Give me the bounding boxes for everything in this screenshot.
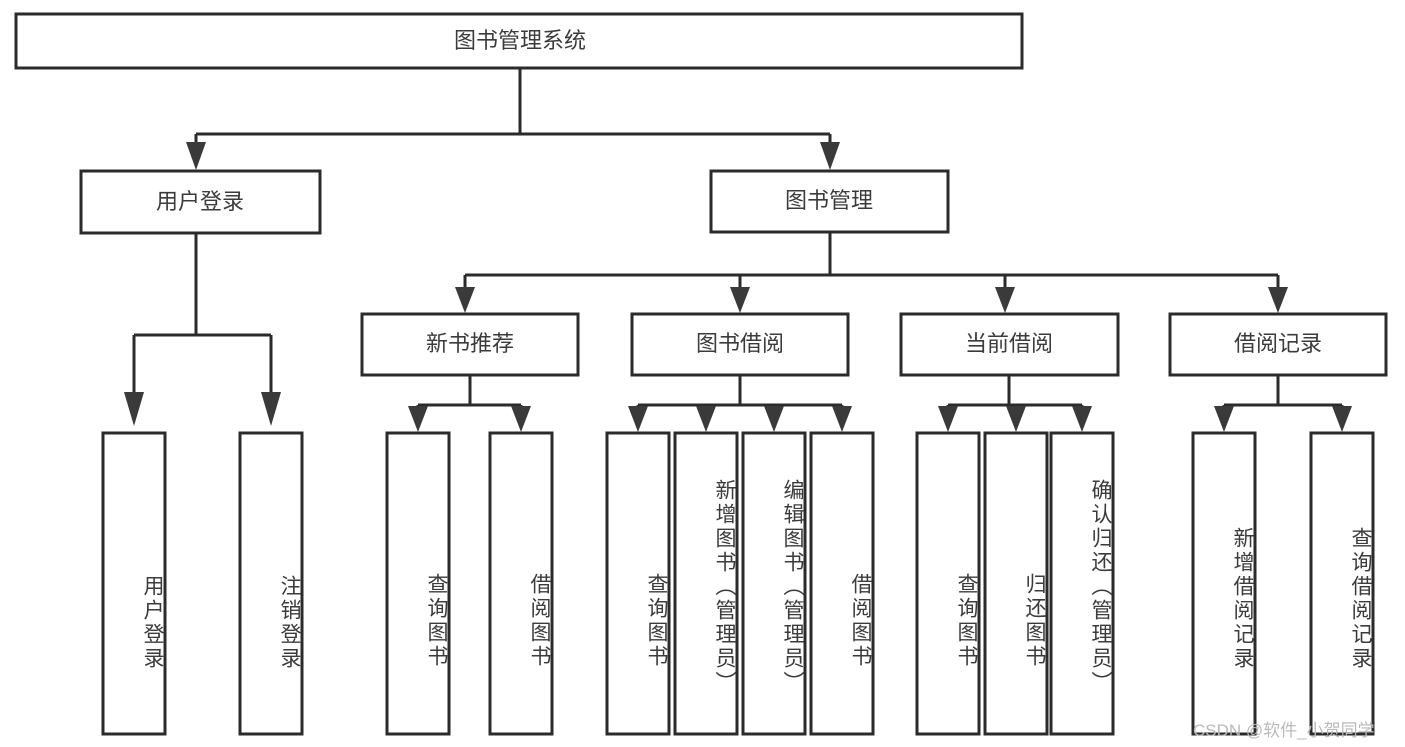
- connector-group: [124, 68, 1352, 432]
- node-leaf-confirm-return-admin[interactable]: [1049, 431, 1115, 736]
- node-leaf-borrow-book-2[interactable]: [809, 431, 875, 736]
- label-user-login: 用户登录: [156, 189, 244, 214]
- node-leaf-borrow-book-1[interactable]: [488, 431, 554, 736]
- node-borrow-record[interactable]: [1168, 312, 1388, 377]
- label-book-borrow: 图书借阅: [696, 331, 784, 356]
- label-new-book-recommend: 新书推荐: [426, 331, 514, 356]
- node-book-borrow[interactable]: [630, 312, 850, 377]
- arrow-to-leaf-logout-login: [261, 392, 281, 426]
- arrow-to-new-book-recommend: [455, 287, 475, 313]
- label-root: 图书管理系统: [454, 28, 586, 53]
- node-user-login[interactable]: [79, 169, 322, 235]
- node-leaf-user-login[interactable]: [101, 431, 167, 736]
- node-leaf-add-borrow-record[interactable]: [1191, 431, 1257, 736]
- arrow-to-leaf-edit-book-admin: [764, 406, 784, 432]
- label-book-management: 图书管理: [785, 188, 873, 213]
- arrow-to-book-borrow: [730, 287, 750, 313]
- node-root[interactable]: [14, 12, 1024, 70]
- arrow-to-book-management: [820, 142, 840, 170]
- node-leaf-query-book-3[interactable]: [915, 431, 981, 736]
- node-leaf-query-borrow-record[interactable]: [1309, 431, 1375, 736]
- node-current-borrow[interactable]: [899, 312, 1120, 377]
- label-current-borrow: 当前借阅: [965, 331, 1053, 356]
- arrow-to-leaf-borrow-book-1: [511, 406, 531, 432]
- arrow-to-leaf-add-book-admin: [696, 406, 716, 432]
- arrow-to-current-borrow: [995, 287, 1015, 313]
- node-box-group: [14, 12, 1388, 736]
- arrow-to-borrow-record: [1268, 287, 1288, 313]
- arrow-to-leaf-query-borrow-record: [1332, 406, 1352, 432]
- node-leaf-query-book-2[interactable]: [605, 431, 671, 736]
- node-new-book-recommend[interactable]: [360, 312, 580, 377]
- arrow-to-leaf-borrow-book-2: [832, 406, 852, 432]
- horizontal-label-group: 图书管理系统 用户登录 图书管理 新书推荐 图书借阅 当前借阅 借阅记录: [156, 28, 1322, 356]
- arrow-to-leaf-confirm-return-admin: [1072, 406, 1092, 432]
- arrow-to-leaf-query-book-2: [628, 406, 648, 432]
- node-leaf-add-book-admin[interactable]: [673, 431, 739, 736]
- node-leaf-return-book[interactable]: [983, 431, 1049, 736]
- node-leaf-query-book-1[interactable]: [385, 431, 451, 736]
- node-leaf-logout-login[interactable]: [238, 431, 304, 736]
- arrow-to-leaf-return-book: [1006, 406, 1026, 432]
- arrow-to-leaf-add-borrow-record: [1214, 406, 1234, 432]
- arrow-to-leaf-query-book-3: [938, 406, 958, 432]
- node-book-management[interactable]: [709, 169, 950, 234]
- arrow-to-user-login: [186, 142, 206, 170]
- label-borrow-record: 借阅记录: [1234, 331, 1322, 356]
- node-leaf-edit-book-admin[interactable]: [741, 431, 807, 736]
- arrow-to-leaf-user-login: [124, 392, 144, 426]
- csdn-watermark: CSDN @软件_小贺同学: [1193, 721, 1375, 740]
- arrow-to-leaf-query-book-1: [408, 406, 428, 432]
